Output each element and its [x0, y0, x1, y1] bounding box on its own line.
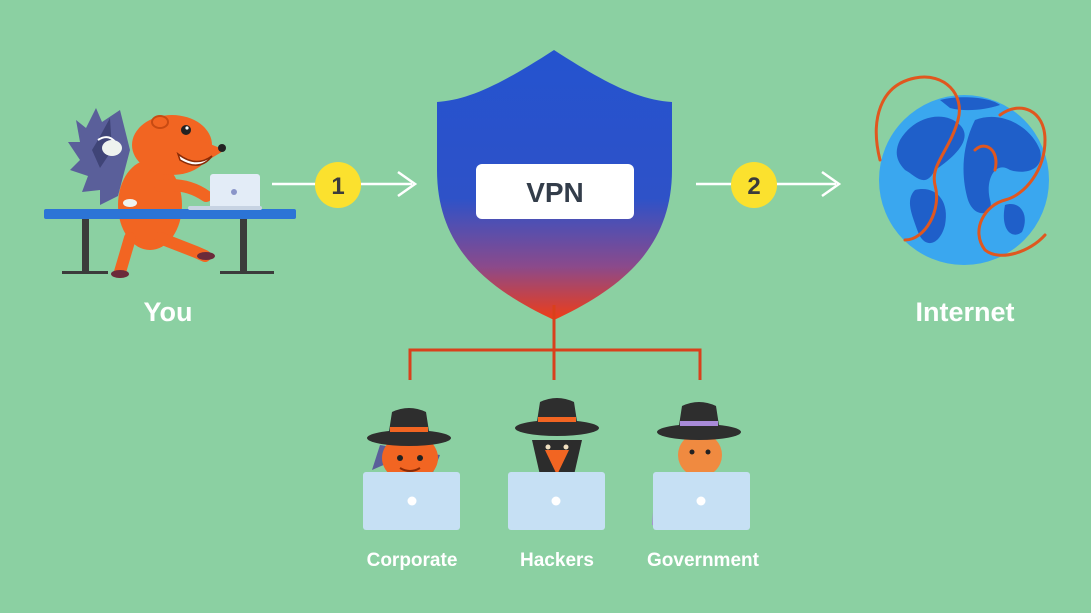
you-label: You — [143, 297, 193, 327]
you-hedgehog-icon — [68, 108, 226, 278]
corporate-laptop-icon — [363, 472, 460, 530]
internet-globe-icon — [874, 75, 1049, 265]
internet-label: Internet — [915, 297, 1015, 327]
step-2-number: 2 — [747, 173, 760, 200]
corporate-label: Corporate — [366, 550, 458, 571]
observer-connector — [408, 305, 702, 380]
government-laptop-icon — [653, 472, 750, 530]
step-2-badge — [731, 162, 777, 208]
step-1-badge — [315, 162, 361, 208]
hackers-label: Hackers — [520, 550, 594, 571]
you-laptop-icon — [188, 174, 262, 210]
government-label: Government — [647, 550, 759, 571]
step-1-number: 1 — [331, 173, 344, 200]
desk-icon — [44, 209, 296, 274]
vpn-label-box — [476, 164, 634, 219]
corporate-spy-icon — [367, 408, 451, 482]
hackers-laptop-icon — [508, 472, 605, 530]
vpn-label: VPN — [526, 177, 584, 208]
hackers-spy-icon — [515, 398, 599, 475]
